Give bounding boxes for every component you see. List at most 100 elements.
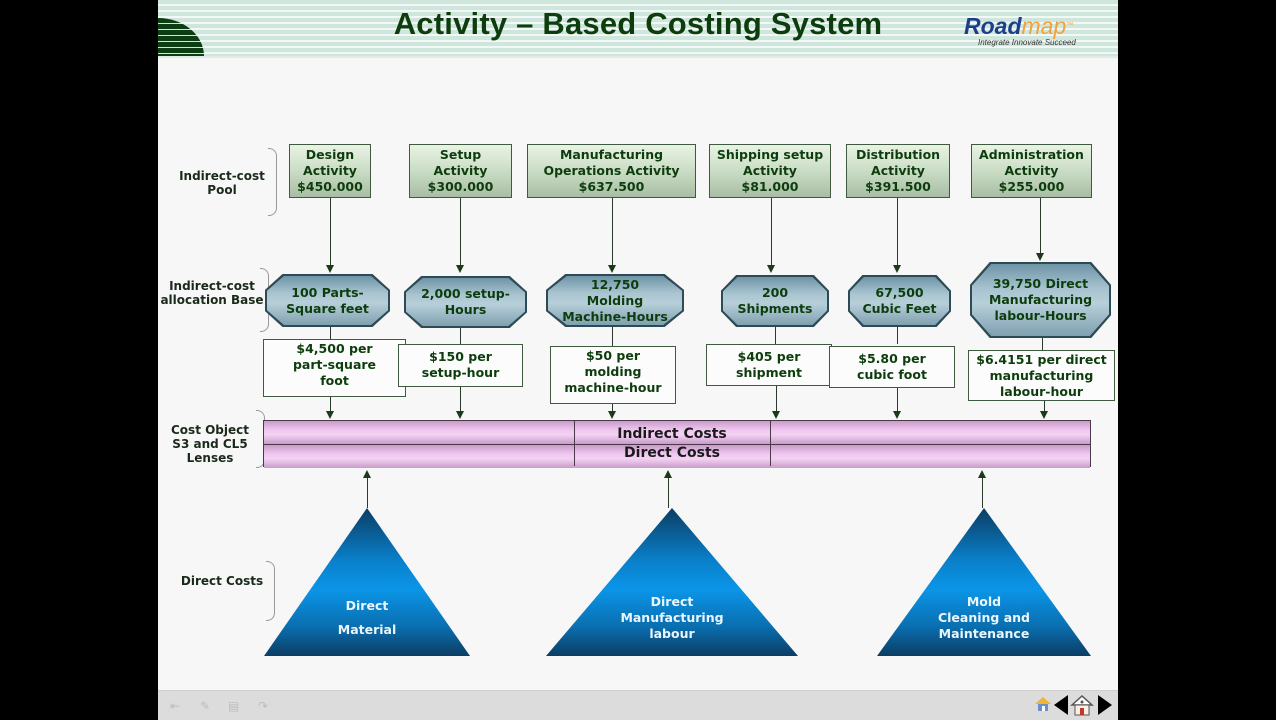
arrow-down-icon [456, 265, 464, 273]
connector-line [460, 328, 461, 344]
connector-line [775, 327, 776, 344]
pool-amount: $300.000 [427, 179, 494, 194]
pool-amount: $391.500 [865, 179, 931, 194]
connector-line [460, 198, 461, 266]
pool-line: Administration [979, 147, 1084, 162]
triangle-line: Mold [966, 594, 1002, 609]
indirect-costs-label: Indirect Costs [617, 426, 727, 442]
home-icon[interactable] [1070, 693, 1094, 717]
rate-line: $6.4151 per direct [976, 352, 1107, 367]
connector-line [771, 198, 772, 266]
brand-name-map: map [1021, 13, 1067, 39]
direct-costs-label: Direct Costs [624, 445, 720, 461]
rate-line: $4,500 per [296, 341, 373, 356]
faint-toolbar-icon: ↷ [258, 699, 269, 713]
rate-line: $5.80 per [858, 351, 926, 366]
connector-line [612, 198, 613, 266]
arrow-down-icon [1036, 253, 1044, 261]
connector-line [330, 327, 331, 339]
base-line: Shipments [737, 301, 813, 316]
cost-bar-divider [574, 421, 575, 466]
rate-line: $150 per [429, 349, 492, 364]
triangle-line: Direct [650, 594, 694, 609]
rate-line: shipment [736, 365, 802, 380]
pool-amount: $81.000 [741, 179, 799, 194]
arrow-up-icon [664, 470, 672, 478]
base-setup-hours: 2,000 setup-Hours [404, 276, 527, 328]
cost-bar-divider [770, 421, 771, 466]
mold-cleaning-maintenance-triangle: Mold Cleaning and Maintenance [877, 508, 1091, 656]
rate-molding: $50 per molding machine-hour [550, 346, 676, 404]
direct-manufacturing-labour-triangle: Direct Manufacturing labour [546, 508, 798, 656]
connector-line [330, 397, 331, 412]
arrow-down-icon [893, 265, 901, 273]
connector-line [612, 327, 613, 346]
base-line: Cubic Feet [862, 301, 937, 316]
pool-line: Activity [743, 163, 797, 178]
rate-line: machine-hour [564, 380, 662, 395]
base-line: labour-Hours [994, 308, 1087, 323]
previous-icon[interactable] [1054, 695, 1068, 715]
pool-line: Shipping setup [716, 147, 824, 162]
faint-toolbar-icon: ▤ [228, 699, 240, 713]
arrow-down-icon [608, 411, 616, 419]
arrow-down-icon [767, 265, 775, 273]
cost-object-bar: Indirect Costs Direct Costs [263, 420, 1091, 468]
next-icon[interactable] [1098, 695, 1112, 715]
row-label-base: Indirect-cost allocation Base [160, 279, 264, 307]
rate-shipping: $405 per shipment [706, 344, 832, 386]
base-line: Manufacturing [988, 292, 1093, 307]
arrow-up-icon [363, 470, 371, 478]
pool-setup-activity: Setup Activity $300.000 [409, 144, 512, 198]
base-line: Molding [586, 292, 644, 308]
base-line: 100 Parts- [291, 284, 364, 300]
connector-line [668, 478, 669, 508]
arrow-down-icon [772, 411, 780, 419]
pool-line: Activity [1004, 163, 1059, 178]
connector-line [612, 404, 613, 412]
player-footer: ⇤ ✎ ▤ ↷ [158, 690, 1118, 720]
arrow-down-icon [326, 411, 334, 419]
base-line: 12,750 [590, 276, 640, 292]
rate-line: part-square [292, 357, 377, 372]
faint-toolbar-icon: ⇤ [170, 699, 181, 713]
arrow-down-icon [1040, 411, 1048, 419]
slide-title: Activity – Based Costing System [393, 6, 883, 41]
base-line: 67,500 [875, 285, 924, 300]
base-line: Square feet [286, 300, 369, 316]
rate-administration: $6.4151 per direct manufacturing labour-… [968, 350, 1115, 401]
pool-line: Activity [303, 163, 357, 178]
arrow-down-icon [456, 411, 464, 419]
brand-name-road: Road [964, 13, 1022, 39]
faint-toolbar-icon: ✎ [200, 699, 211, 713]
rate-distribution: $5.80 per cubic foot [829, 346, 955, 388]
home-small-icon[interactable] [1034, 695, 1052, 713]
triangle-line: Maintenance [938, 626, 1030, 641]
slide: Activity – Based Costing System Roadmap™… [158, 0, 1118, 720]
logo-arc-icon [158, 18, 204, 56]
base-line: 200 [761, 285, 789, 300]
rate-line: labour-hour [999, 384, 1084, 399]
pool-shipping-setup-activity: Shipping setup Activity $81.000 [709, 144, 831, 198]
rate-line: $405 per [737, 349, 801, 364]
pool-design-activity: Design Activity $450.000 [289, 144, 371, 198]
brace-pool [268, 148, 277, 216]
rate-line: cubic foot [857, 367, 927, 382]
triangle-line: Manufacturing [620, 610, 724, 625]
pool-line: Operations Activity [543, 163, 680, 178]
pool-line: Manufacturing [559, 147, 664, 162]
row-label-pool: Indirect-cost Pool [179, 169, 265, 197]
connector-line [776, 386, 777, 412]
connector-line [1044, 401, 1045, 412]
direct-material-triangle: Direct Material [264, 508, 470, 656]
rate-line: foot [320, 373, 349, 388]
rate-line: manufacturing [989, 368, 1094, 383]
base-line: 39,750 Direct [992, 276, 1089, 291]
pool-line: Activity [433, 163, 488, 178]
base-line: 2,000 setup- [421, 286, 510, 301]
pool-line: Distribution [855, 147, 941, 162]
triangle-line: Material [337, 622, 397, 637]
pool-line: Setup [439, 147, 482, 162]
